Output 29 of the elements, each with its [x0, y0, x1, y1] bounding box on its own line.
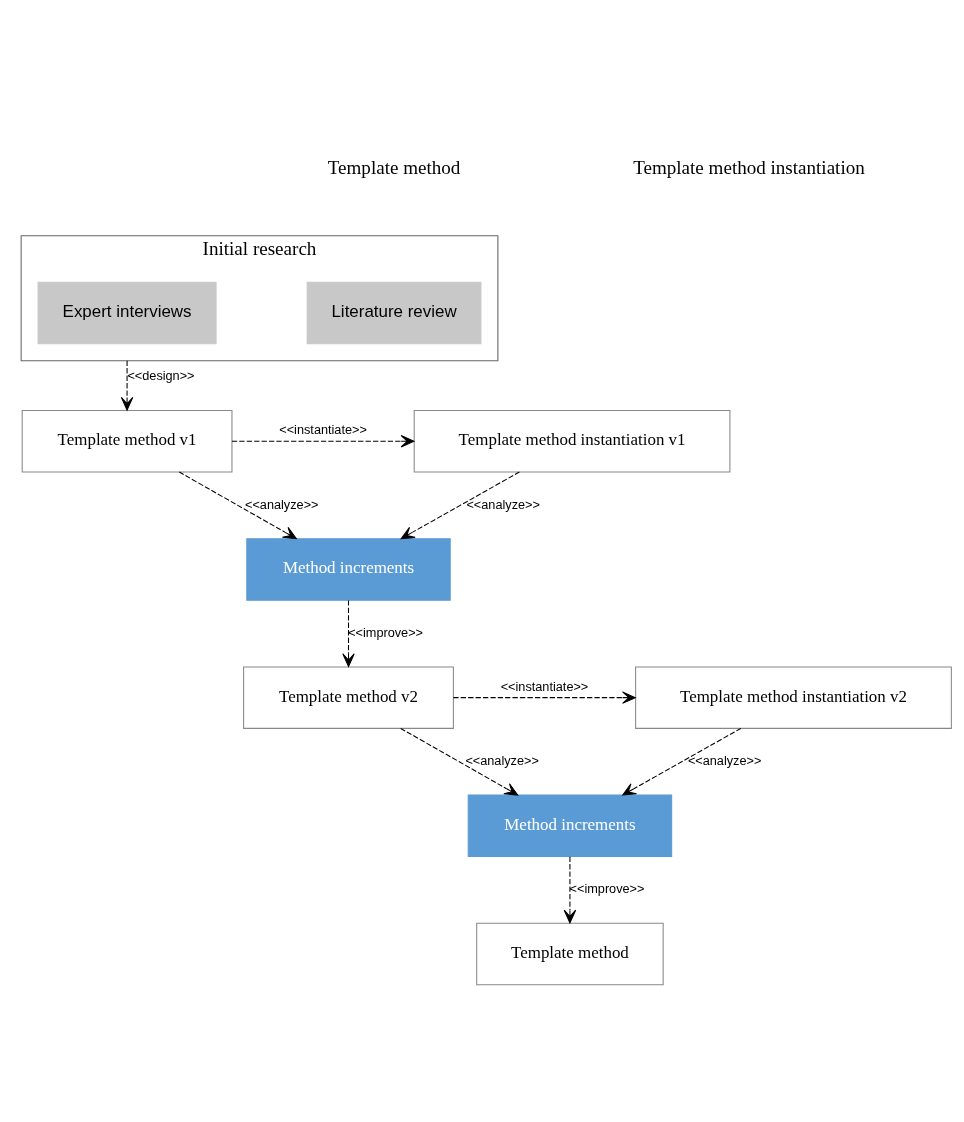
edge-label: <<improve>> [569, 880, 645, 896]
node-box: Template method instantiation v2 [635, 665, 952, 729]
edge-label: <<analyze>> [245, 496, 319, 512]
edge-label: <<analyze>> [465, 752, 539, 768]
node-box: Template method instantiation v1 [413, 409, 731, 472]
edge-label: <<design>> [127, 367, 195, 383]
arrow [231, 434, 415, 447]
arrow [563, 855, 577, 923]
arrow [342, 599, 355, 667]
node-box: Template method v1 [21, 409, 233, 472]
arrow [400, 471, 520, 539]
node-box: Literature review [306, 281, 482, 344]
node-box: Expert interviews [37, 281, 217, 344]
edge-label: <<analyze>> [687, 752, 762, 768]
node-box: Method increments [246, 537, 451, 601]
edge-label: <<instantiate>> [279, 421, 367, 437]
arrow [120, 359, 134, 411]
edge-label: <<improve>> [348, 624, 424, 640]
edge-label: <<analyze>> [466, 496, 540, 512]
arrow [400, 727, 519, 796]
edge-label: <<instantiate>> [500, 678, 589, 694]
arrow [178, 471, 297, 539]
node-box: Template method [476, 922, 664, 985]
arrow [622, 727, 742, 796]
node-box: Method increments [467, 794, 673, 857]
label: Template method instantiation [633, 156, 865, 178]
label: Template method [327, 156, 461, 178]
arrow [452, 690, 636, 704]
node-box: Template method v2 [243, 665, 454, 729]
